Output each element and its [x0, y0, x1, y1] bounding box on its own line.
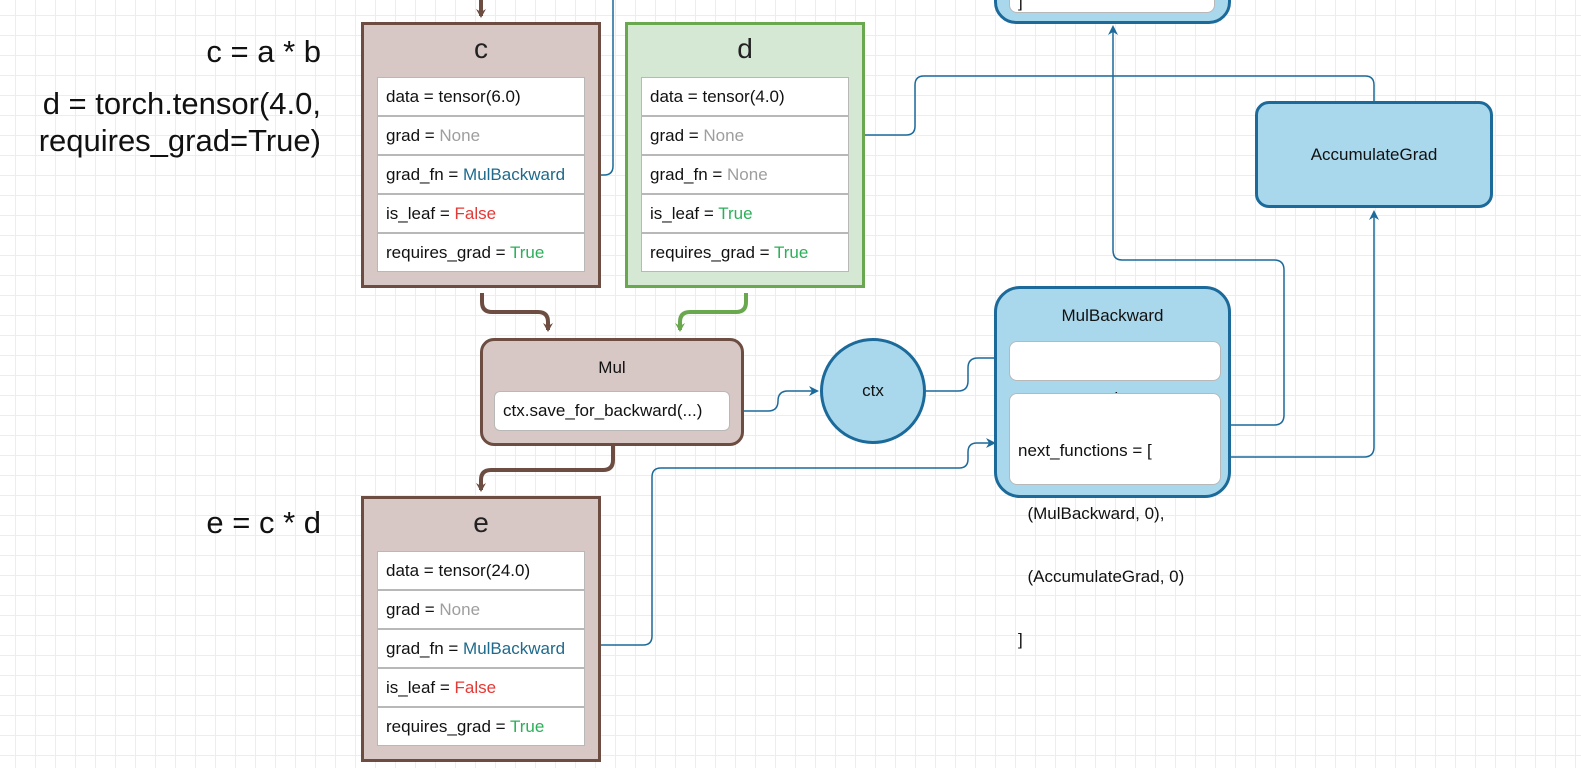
next-functions-line: (MulBackward, 0),	[1018, 504, 1165, 523]
field-value: tensor(6.0)	[438, 87, 521, 106]
edge-c-to-mul	[480, 293, 553, 332]
field-key: is_leaf =	[386, 678, 455, 697]
code-d-line-1: d = torch.tensor(4.0,	[42, 86, 321, 121]
partial-node-field: ]	[1009, 0, 1215, 13]
edge-e-grad-fn-to-mul-backward	[598, 438, 996, 646]
field-key: is_leaf =	[650, 204, 719, 223]
field-data: data = tensor(24.0)	[377, 551, 585, 590]
field-value: False	[454, 204, 497, 223]
next-functions-line: next_functions = [	[1018, 441, 1152, 460]
ctx-node: ctx	[820, 338, 926, 444]
field-value: MulBackward	[463, 165, 566, 184]
saved-tensors-field: ctx.saved_tensors	[1009, 341, 1221, 408]
field-key: grad =	[386, 126, 440, 145]
edge-mul-to-e	[476, 446, 615, 492]
field-key: requires_grad =	[650, 243, 774, 262]
field-grad-fn: grad_fn = MulBackward	[377, 629, 585, 668]
field-key: data =	[650, 87, 703, 106]
field-grad: grad = None	[377, 590, 585, 629]
field-key: grad =	[650, 126, 704, 145]
field-data: data = tensor(4.0)	[641, 77, 849, 116]
field-value: True	[718, 204, 753, 223]
field-data: data = tensor(6.0)	[377, 77, 585, 116]
field-is-leaf: is_leaf = False	[377, 194, 585, 233]
code-c-expression: c = a * b	[206, 33, 321, 70]
code-e-expression: e = c * d	[206, 504, 321, 541]
tensor-e-node: e data = tensor(24.0) grad = None grad_f…	[361, 496, 601, 762]
field-value: False	[454, 678, 497, 697]
field-requires-grad: requires_grad = True	[377, 233, 585, 272]
field-requires-grad: requires_grad = True	[377, 707, 585, 746]
partial-function-node: ]	[994, 0, 1231, 24]
field-value: True	[509, 717, 545, 736]
accumulate-grad-node: AccumulateGrad	[1255, 101, 1493, 208]
edge-d-to-mul	[675, 293, 748, 332]
edge-ctx-to-saved-tensors	[926, 353, 1006, 392]
field-value: None	[727, 165, 768, 184]
field-value: tensor(24.0)	[438, 561, 531, 580]
field-value: None	[439, 126, 481, 145]
field-value: MulBackward	[463, 639, 566, 658]
mul-operation-node: Mul ctx.save_for_backward(...)	[480, 338, 744, 446]
field-value: None	[703, 126, 745, 145]
field-is-leaf: is_leaf = False	[377, 668, 585, 707]
field-key: grad_fn =	[650, 165, 728, 184]
save-for-backward-field: ctx.save_for_backward(...)	[494, 391, 730, 431]
field-value: None	[439, 600, 481, 619]
next-functions-line: (AccumulateGrad, 0)	[1018, 567, 1185, 586]
next-functions-field: next_functions = [ (MulBackward, 0), (Ac…	[1009, 393, 1221, 649]
edge-next-fn-accumulategrad	[1219, 210, 1379, 458]
field-key: grad =	[386, 600, 440, 619]
code-e-line: e = c * d	[206, 505, 321, 540]
accumulate-grad-label: AccumulateGrad	[1310, 145, 1438, 164]
field-requires-grad: requires_grad = True	[641, 233, 849, 272]
field-key: grad_fn =	[386, 165, 464, 184]
mul-backward-title: MulBackward	[1061, 306, 1164, 325]
field-value: tensor(4.0)	[702, 87, 785, 106]
tensor-c-node: c data = tensor(6.0) grad = None grad_fn…	[361, 22, 601, 288]
tensor-title: d	[737, 33, 753, 64]
field-value: True	[509, 243, 545, 262]
field-key: grad_fn =	[386, 639, 464, 658]
next-functions-line: ]	[1018, 630, 1023, 649]
field-key: requires_grad =	[386, 243, 510, 262]
field-key: requires_grad =	[386, 717, 510, 736]
field-value: True	[773, 243, 809, 262]
field-grad: grad = None	[641, 116, 849, 155]
field-is-leaf: is_leaf = True	[641, 194, 849, 233]
field-grad-fn: grad_fn = None	[641, 155, 849, 194]
code-c-line: c = a * b	[206, 34, 321, 69]
tensor-title: c	[474, 33, 488, 64]
tensor-title: e	[473, 507, 489, 538]
ctx-label: ctx	[862, 381, 884, 400]
code-d-line-2: requires_grad=True)	[38, 123, 321, 158]
field-key: data =	[386, 561, 439, 580]
mul-operation-title: Mul	[598, 358, 626, 377]
mul-backward-node: MulBackward ctx.saved_tensors next_funct…	[994, 286, 1231, 649]
field-grad-fn: grad_fn = MulBackward	[377, 155, 585, 194]
field-key: data =	[386, 87, 439, 106]
code-d-expression: d = torch.tensor(4.0, requires_grad=True…	[39, 85, 321, 159]
field-key: is_leaf =	[386, 204, 455, 223]
field-grad: grad = None	[377, 116, 585, 155]
tensor-d-node: d data = tensor(4.0) grad = None grad_fn…	[625, 22, 865, 288]
partial-node-text: ]	[1018, 0, 1023, 11]
